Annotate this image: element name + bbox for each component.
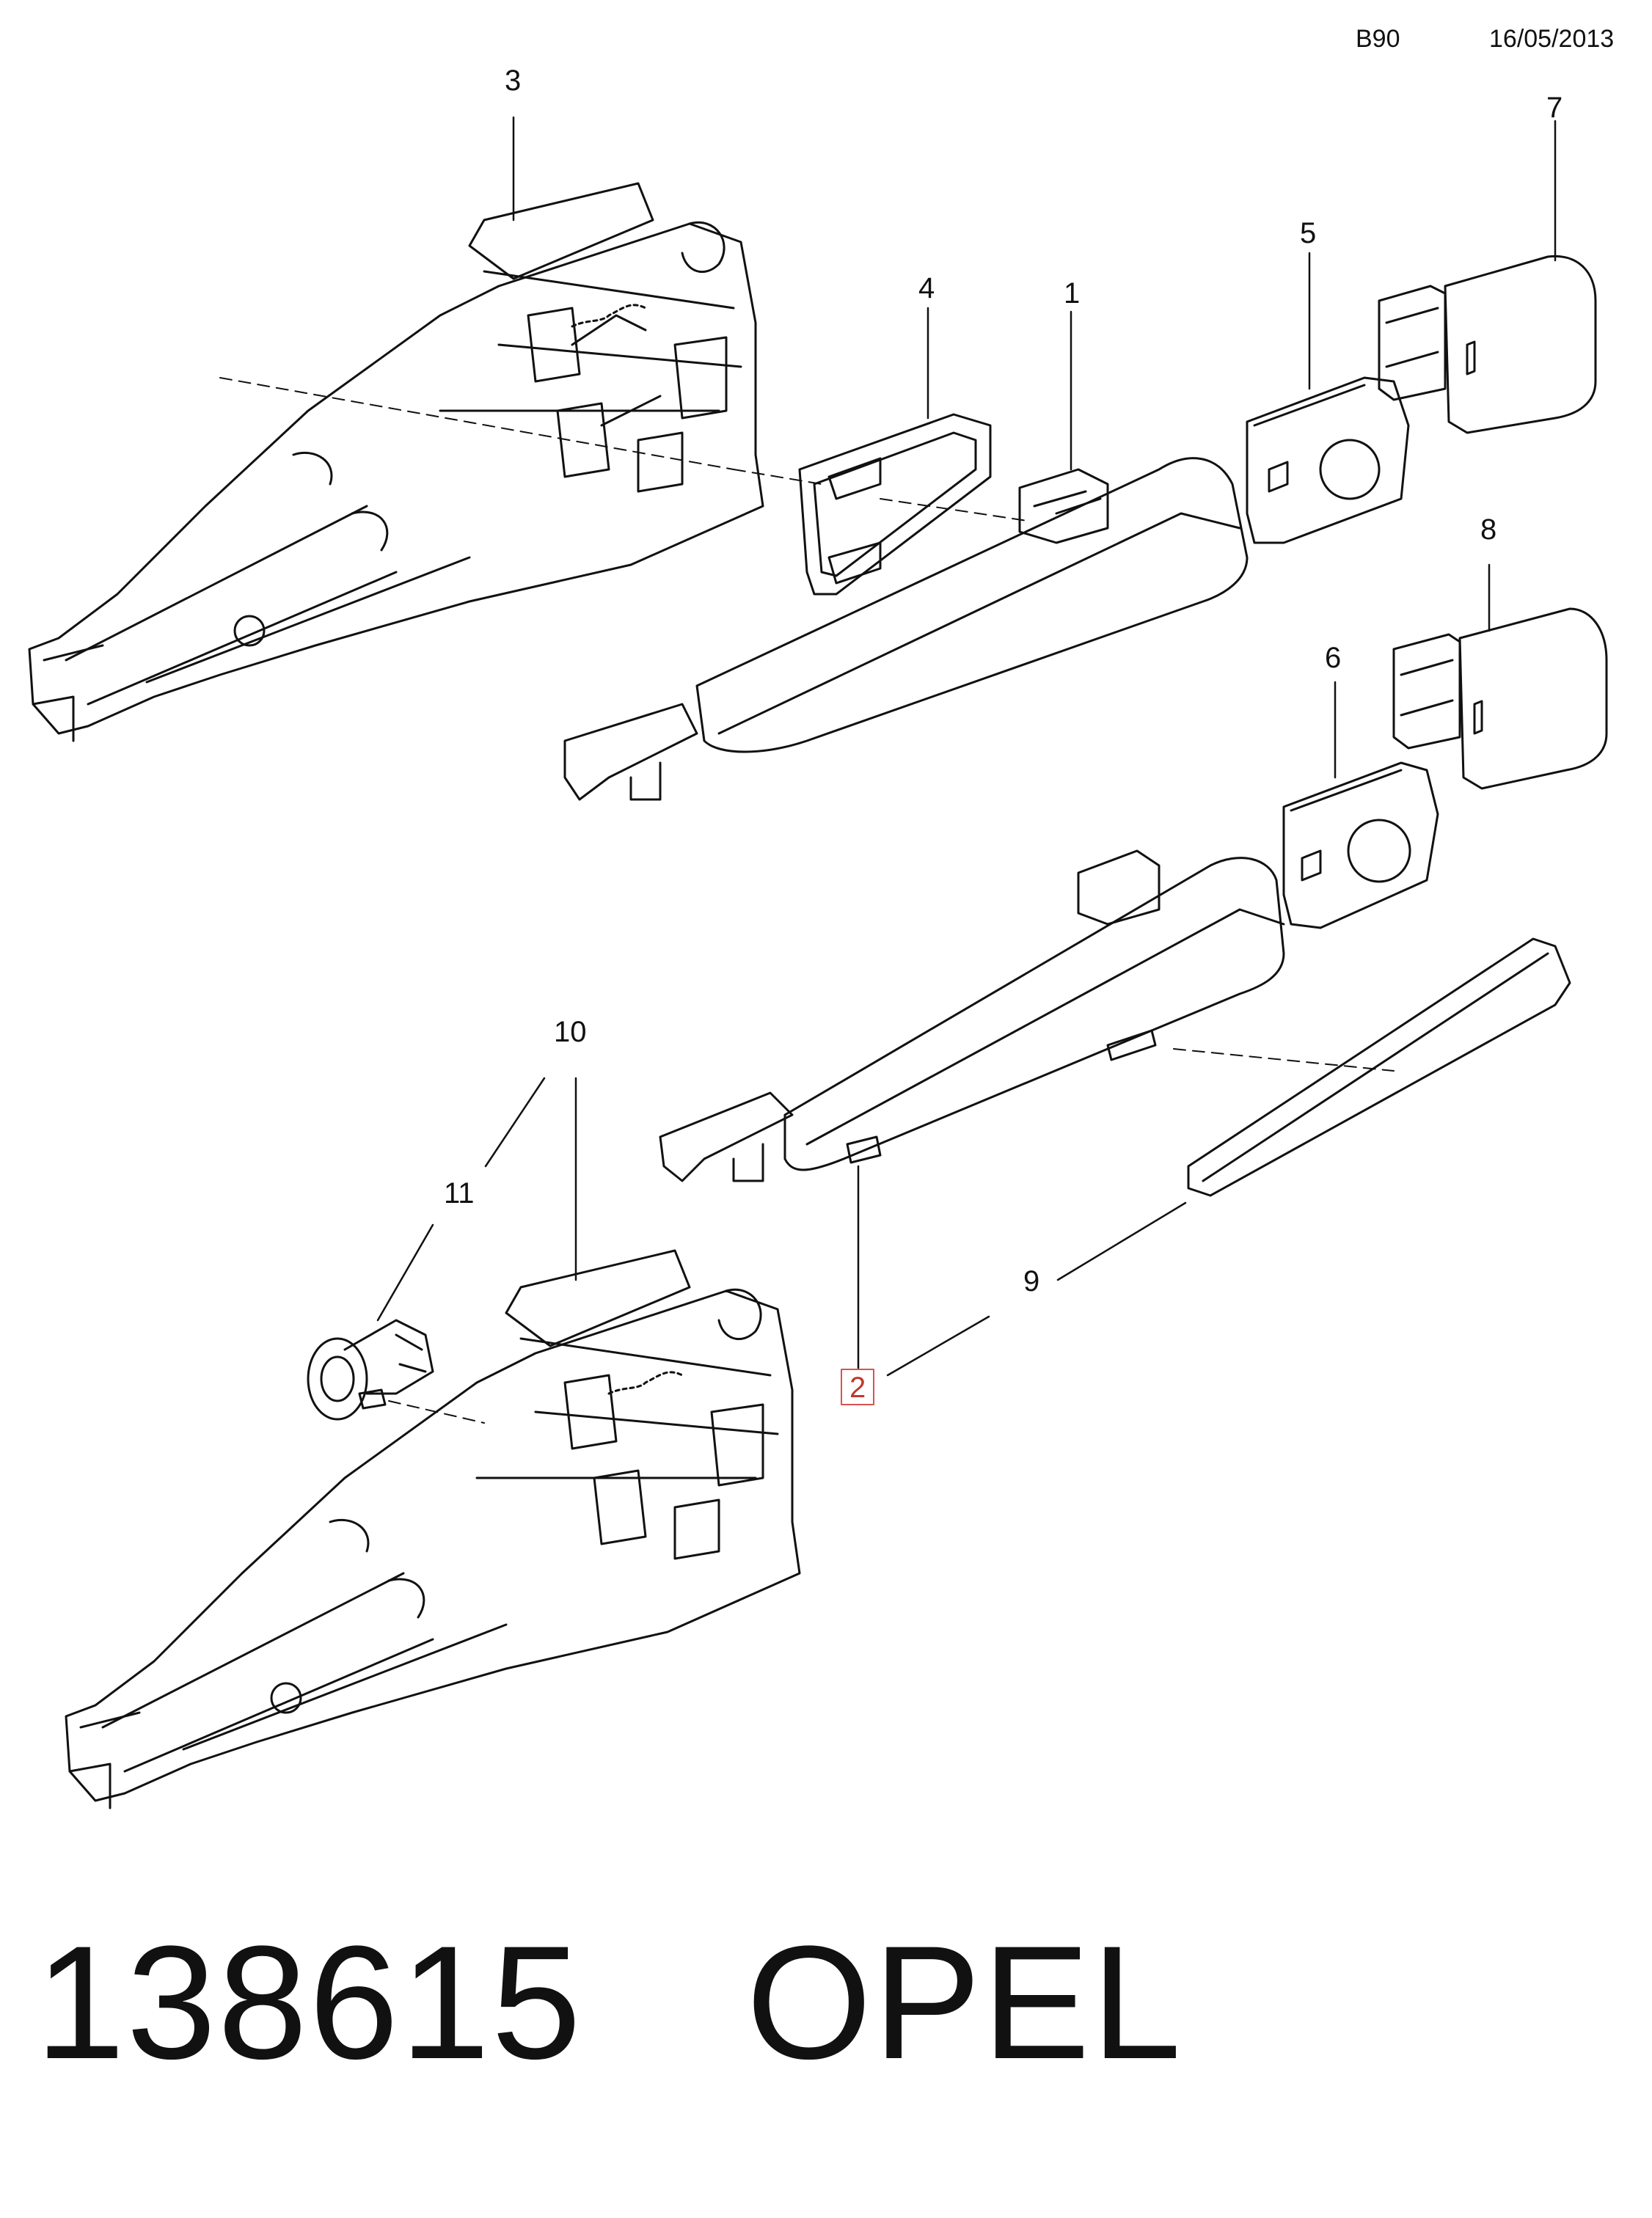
carrier-bracket-bottom [65,1249,801,1809]
callout-3: 3 [505,65,521,97]
leader-lines [376,116,1557,1377]
callout-2: 2 [849,1372,866,1404]
trim-strip [1187,937,1571,1197]
carrier-bracket-top [28,182,764,742]
diagram-code: B90 [1356,25,1400,53]
brand-name: OPEL [746,1912,1183,2093]
callout-11: 11 [444,1177,475,1209]
gasket-frame [798,413,992,596]
assembly-lines [219,377,1395,1424]
callout-9: 9 [1023,1265,1039,1298]
callout-6: 6 [1325,642,1341,674]
lock-cap-6 [1282,761,1439,929]
callout-8: 8 [1480,513,1496,546]
callout-4: 4 [918,272,935,304]
diagram-date: 16/05/2013 [1489,25,1615,53]
door-handle-upper [563,457,1249,801]
cap-7 [1378,255,1597,434]
callout-10: 10 [554,1016,587,1048]
cap-8 [1392,607,1608,790]
callout-highlight-box [841,1369,874,1405]
callout-labels: 3 4 1 5 7 8 6 10 11 9 2 [444,65,1563,1404]
part-number: 138615 [35,1912,583,2093]
callout-7: 7 [1546,92,1563,124]
footer-caption: 138615 OPEL [35,1922,1183,2083]
callout-1: 1 [1064,277,1080,310]
callout-5: 5 [1300,217,1316,249]
door-handle-lower [659,849,1285,1182]
lock-cap-5 [1246,376,1410,544]
lock-cylinder [307,1319,434,1421]
